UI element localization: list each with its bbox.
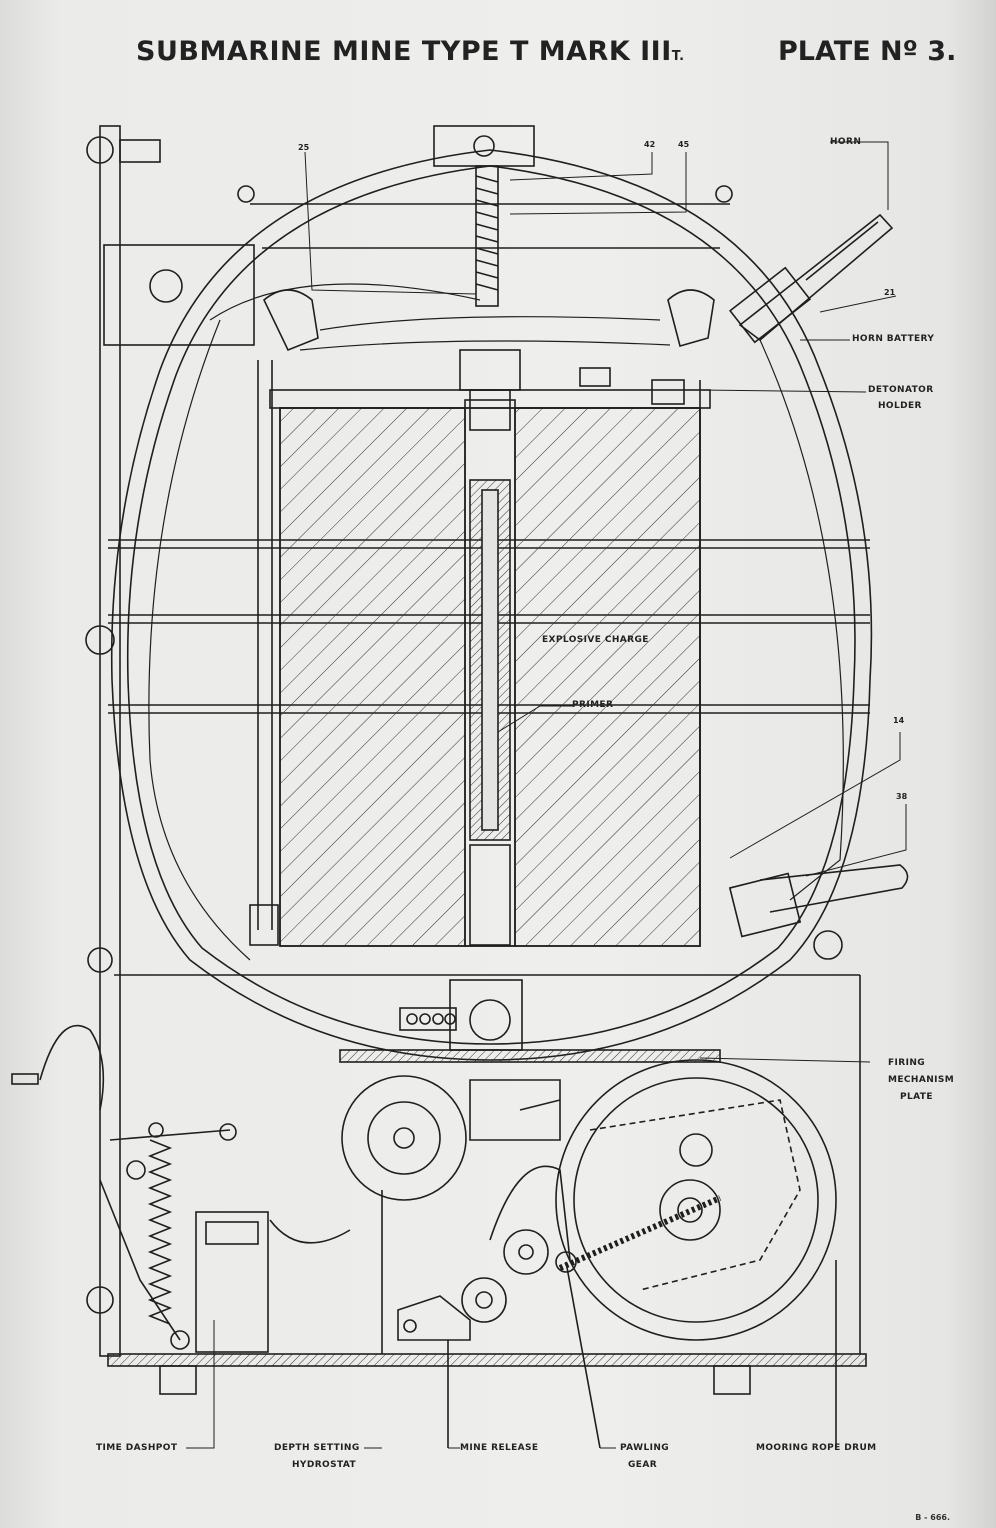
plate-title-suffix: T. — [671, 49, 685, 64]
plate-number: PLATE Nº 3. — [778, 36, 957, 67]
part-number-38: 38 — [896, 792, 908, 801]
label-primer: PRIMER — [572, 700, 614, 710]
base-plate — [107, 974, 867, 1395]
part-number-25: 25 — [298, 143, 310, 152]
horn-assembly — [263, 213, 894, 352]
time-dashpot-mechanism — [11, 1024, 269, 1353]
label-detonator-holder-2: HOLDER — [878, 401, 922, 411]
label-depth-setting: DEPTH SETTING — [274, 1443, 360, 1453]
label-gear: GEAR — [628, 1460, 658, 1470]
mine-release — [397, 1277, 507, 1448]
wiring — [148, 283, 844, 961]
side-frame — [85, 125, 255, 1357]
plate-title-text: SUBMARINE MINE TYPE T MARK III — [136, 36, 672, 67]
label-firing-1: FIRING — [888, 1058, 926, 1068]
label-hydrostat: HYDROSTAT — [292, 1460, 357, 1470]
depth-setting-hydrostat — [269, 1075, 467, 1354]
label-mooring-rope-drum: MOORING ROPE DRUM — [756, 1443, 877, 1453]
label-explosive-charge: EXPLOSIVE CHARGE — [542, 635, 649, 645]
part-number-42: 42 — [644, 140, 656, 149]
label-time-dashpot: TIME DASHPOT — [96, 1443, 178, 1453]
label-detonator-holder-1: DETONATOR — [868, 385, 934, 395]
drawing-reference: B - 666. — [915, 1513, 950, 1522]
part-number-21: 21 — [884, 288, 896, 297]
part-number-14: 14 — [893, 716, 905, 725]
label-firing-2: MECHANISM — [888, 1075, 955, 1085]
label-horn-battery: HORN BATTERY — [852, 334, 935, 344]
charge-container — [249, 360, 711, 947]
lower-horn — [728, 864, 909, 960]
mooring-rope-drum — [555, 1059, 837, 1448]
plate-title: SUBMARINE MINE TYPE T MARK IIIT. — [136, 36, 685, 67]
detonator-holder — [459, 349, 685, 431]
part-number-45: 45 — [678, 140, 690, 149]
top-cover — [237, 125, 733, 307]
label-pawling: PAWLING — [620, 1443, 670, 1453]
label-horn: HORN — [830, 137, 862, 147]
pawling-gear — [489, 1165, 722, 1449]
label-firing-3: PLATE — [900, 1092, 933, 1102]
label-mine-release: MINE RELEASE — [460, 1443, 539, 1453]
leader-lines — [186, 141, 907, 1449]
firing-mechanism-plate — [339, 979, 721, 1141]
